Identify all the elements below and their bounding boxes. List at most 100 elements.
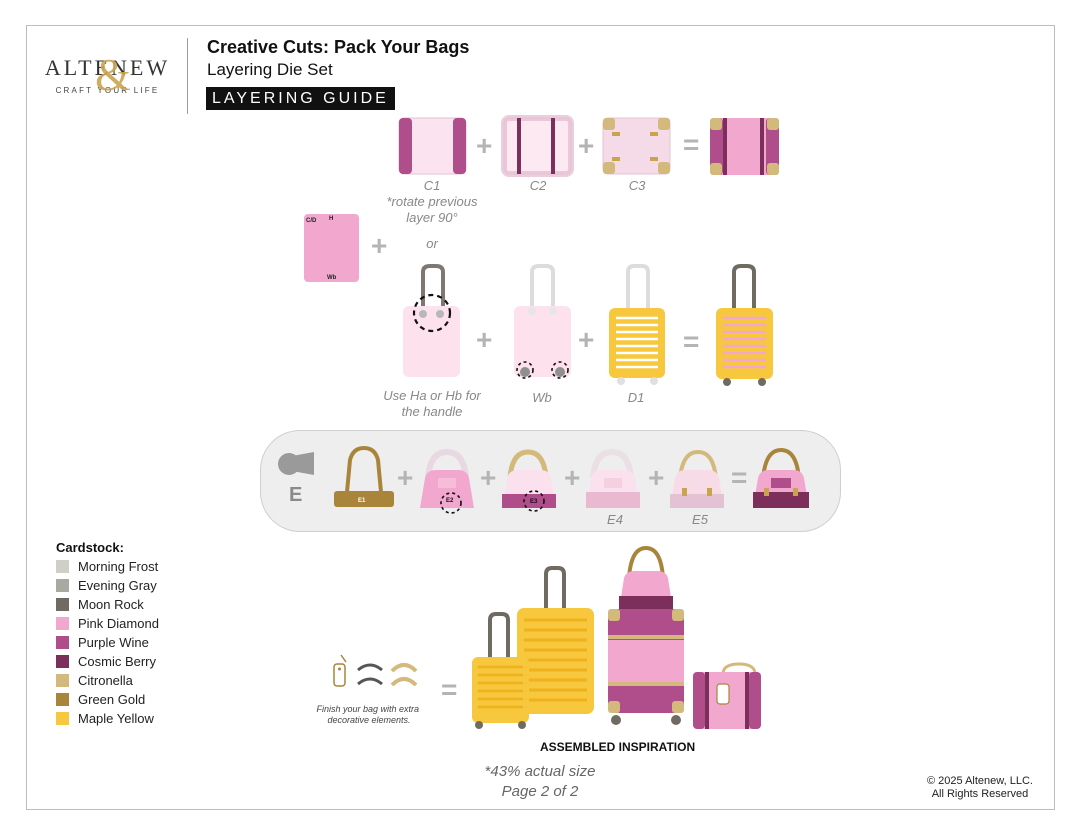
cardstock-item: Morning Frost	[56, 557, 159, 576]
cardstock-name: Evening Gray	[78, 578, 157, 593]
label-wb: Wb	[532, 390, 552, 405]
decorative-elements-illustration	[333, 654, 418, 687]
e3-highlight-circle	[523, 490, 545, 512]
plus-operator: +	[476, 130, 493, 161]
color-swatch	[56, 560, 69, 573]
label-c2: C2	[529, 178, 547, 193]
logo-ampersand-icon: &	[95, 49, 131, 100]
die-handle-layer-illustration	[403, 264, 460, 377]
cardstock-item: Moon Rock	[56, 595, 159, 614]
color-swatch	[56, 579, 69, 592]
die-e-tag-icon: E	[278, 452, 314, 506]
cardstock-item: Purple Wine	[56, 633, 159, 652]
plus-operator: +	[578, 324, 595, 355]
label-e2: E2	[446, 498, 454, 504]
size-note: *43% actual size Page 2 of 2	[470, 762, 610, 802]
cardstock-name: Purple Wine	[78, 635, 149, 650]
cardstock-item: Green Gold	[56, 690, 159, 709]
label-c3: C3	[628, 178, 646, 193]
cardstock-name: Green Gold	[78, 692, 146, 707]
wheel-highlight-circle	[516, 361, 534, 379]
copyright-text: © 2025 Altenew, LLC.	[927, 775, 1033, 787]
label-e3: E3	[530, 499, 538, 505]
label-handle-note: Use Ha or Hb for the handle	[383, 388, 481, 419]
die-e2-illustration: E2	[420, 448, 474, 514]
color-swatch	[56, 636, 69, 649]
die-e3-illustration: E3	[502, 449, 556, 512]
color-swatch	[56, 655, 69, 668]
die-base-cd-illustration: C/D H Wb	[304, 214, 359, 282]
luggage-tag-icon	[333, 663, 346, 687]
layering-guide-badge: LAYERING GUIDE	[206, 87, 395, 110]
cardstock-name: Cosmic Berry	[78, 654, 157, 669]
label-e5: E5	[692, 512, 708, 527]
plus-operator: +	[476, 324, 493, 355]
e2-highlight-circle	[440, 492, 462, 514]
cardstock-name: Maple Yellow	[78, 711, 154, 726]
assembled-inspiration-illustration	[472, 545, 761, 729]
die-d1-layer-illustration	[609, 264, 665, 385]
die-e5-illustration	[670, 449, 724, 508]
label-c1-note: *rotate previous layer 90°	[386, 194, 478, 225]
cardstock-item: Citronella	[56, 671, 159, 690]
cardstock-name: Morning Frost	[78, 559, 159, 574]
copyright-block: © 2025 Altenew, LLC. All Rights Reserved	[920, 775, 1040, 801]
cardstock-item: Pink Diamond	[56, 614, 159, 633]
cardstock-name: Moon Rock	[78, 597, 144, 612]
color-swatch	[56, 674, 69, 687]
logo-tagline: CRAFT YOUR LIFE	[55, 86, 160, 95]
logo-word: ALTENEW	[44, 55, 171, 80]
label-d1: D1	[627, 390, 645, 405]
label-base-h: H	[329, 216, 333, 222]
assembled-handbag-illustration	[753, 447, 809, 508]
wheel-highlight-circle	[551, 361, 569, 379]
equals-operator: =	[441, 674, 458, 705]
altenew-logo: ALTENEW CRAFT YOUR LIFE	[40, 55, 175, 96]
assembled-rolling-suitcase-illustration	[716, 264, 773, 386]
actual-size-text: *43% actual size	[484, 763, 596, 780]
equals-operator: =	[683, 326, 700, 357]
color-swatch	[56, 693, 69, 706]
color-swatch	[56, 712, 69, 725]
plus-operator: +	[371, 230, 388, 261]
color-swatch	[56, 598, 69, 611]
label-e4: E4	[607, 512, 623, 527]
label-base-wb: Wb	[327, 275, 337, 281]
plus-operator: +	[480, 462, 497, 493]
handle-highlight-circle	[412, 293, 452, 333]
decor-note: Finish your bag with extra decorative el…	[316, 704, 421, 725]
cardstock-name: Citronella	[78, 673, 133, 688]
label-base-cd: C/D	[306, 218, 317, 224]
die-e1-illustration: E1	[334, 445, 394, 507]
assembled-suitcase-c-illustration	[710, 118, 779, 175]
cardstock-item: Maple Yellow	[56, 709, 159, 728]
label-or: or	[426, 236, 438, 251]
rights-text: All Rights Reserved	[931, 788, 1029, 800]
equals-operator: =	[683, 129, 700, 160]
cardstock-name: Pink Diamond	[78, 616, 159, 631]
label-c1: C1	[423, 178, 441, 193]
page-subtitle: Layering Die Set	[207, 60, 333, 79]
equals-operator: =	[731, 462, 748, 493]
header-divider	[187, 38, 188, 114]
page-number: Page 2 of 2	[501, 783, 579, 800]
plus-operator: +	[648, 462, 665, 493]
plus-operator: +	[397, 462, 414, 493]
die-c1-illustration	[398, 117, 467, 175]
cardstock-item: Evening Gray	[56, 576, 159, 595]
plus-operator: +	[564, 462, 581, 493]
die-c3-illustration	[602, 117, 671, 175]
die-e4-illustration	[586, 448, 640, 508]
page-title: Creative Cuts: Pack Your Bags	[207, 37, 470, 57]
color-swatch	[56, 617, 69, 630]
assembled-inspiration-label: ASSEMBLED INSPIRATION	[540, 740, 696, 754]
label-e1: E1	[358, 498, 366, 504]
die-wb-layer-illustration	[514, 264, 571, 379]
page-frame	[26, 25, 1055, 810]
label-e-letter: E	[289, 484, 302, 506]
die-c2-illustration	[501, 115, 574, 177]
cardstock-item: Cosmic Berry	[56, 652, 159, 671]
